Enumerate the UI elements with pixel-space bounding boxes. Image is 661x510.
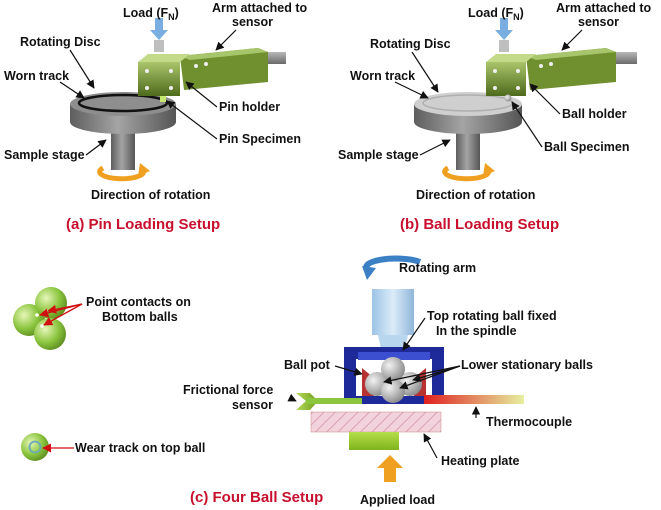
thermocouple [424,395,524,404]
worn-track-label: Worn track [4,69,69,83]
sensor-arm [614,52,637,64]
stage-leader [85,139,107,156]
arm-label-line2: sensor [578,15,619,29]
rotation-arrowhead-icon [483,163,495,176]
stage-leader [419,139,451,156]
arm-label-line1: Arm attached to [556,1,652,15]
stage-shaft [111,128,135,170]
top-ball-line2: In the spindle [436,324,517,338]
rotating-disc-label: Rotating Disc [370,37,451,51]
lower-ball-leader [383,365,461,385]
applied-load-label: Applied load [360,493,435,507]
thermocouple-label: Thermocouple [486,415,572,429]
holder-leader [529,83,561,115]
rotating-disc-label: Rotating Disc [20,35,101,49]
worn-track-label: Worn track [350,69,415,83]
applied-load-arrow-icon [377,455,403,482]
specimen-leader [166,100,218,140]
ball-specimen-label: Ball Specimen [544,140,629,154]
stage-shaft [456,128,480,170]
caption-c: (c) Four Ball Setup [190,489,323,506]
arm-label-line1: Arm attached to [212,1,308,15]
pin-specimen [160,96,166,102]
ball-pot-label: Ball pot [284,358,331,372]
caption-b: (b) Ball Loading Setup [400,216,559,233]
track-leader [59,81,85,99]
lower-balls-label: Lower stationary balls [461,358,593,372]
sensor-arm [263,52,286,64]
specimen-leader [511,101,543,148]
contact-leader [47,303,83,314]
top-ball [21,433,49,461]
arm-leader [215,29,237,51]
top-ball-line1: Top rotating ball fixed [427,309,557,323]
ball-holder [486,62,526,96]
load-label: Load (FN) [123,6,179,22]
arm-leader [561,29,583,51]
load-arrow-icon [150,18,168,40]
disc-leader [69,49,95,89]
load-label: Load (FN) [468,6,524,22]
point-contacts-line1: Point contacts on [86,295,191,309]
arm-label-line2: sensor [232,15,273,29]
direction-label: Direction of rotation [416,188,535,202]
panel-c-four-ball-setup: Point contacts on Bottom balls Wear trac… [13,255,593,507]
top-ball-leader [402,317,426,351]
holder-leader [185,81,218,108]
wear-track-ring [28,440,42,454]
pin-holder-label: Pin holder [219,100,280,114]
top-ball [381,357,405,381]
heating-plate [310,411,442,433]
ball-specimen [504,94,512,102]
ball-pot-leader [334,365,363,376]
bottom-ball [34,318,66,350]
rotating-arm-label: Rotating arm [399,261,476,275]
spindle [372,289,414,335]
lower-ball-leader [399,365,461,390]
ball-holder-label: Ball holder [562,107,627,121]
load-rod [154,40,164,52]
point-contacts-line2: Bottom balls [102,310,178,324]
track-leader [394,81,429,99]
panel-b-ball-setup: Load (FN) Arm attached to sensor Rotatin… [338,1,652,233]
pin-holder [138,62,180,96]
load-block [349,432,399,450]
disc-leader [411,51,439,93]
panel-a-pin-setup: Load (FN) Arm attached to sensor Rotatin… [4,1,308,233]
sample-stage-label: Sample stage [4,148,85,162]
heating-plate-label: Heating plate [441,454,520,468]
friction-line1: Frictional force [183,383,273,397]
wear-track-label: Wear track on top ball [75,441,205,455]
friction-line2: sensor [232,398,273,412]
pin-specimen-label: Pin Specimen [219,132,301,146]
heating-plate-leader [423,433,438,459]
rotation-arrowhead-icon [138,163,150,176]
direction-label: Direction of rotation [91,188,210,202]
sensor-rod [306,398,362,404]
sample-stage-label: Sample stage [338,148,419,162]
load-rod [499,40,509,52]
friction-leader [287,393,297,402]
lower-ball [381,379,405,403]
caption-a: (a) Pin Loading Setup [66,216,220,233]
contact-leader [43,303,83,326]
load-arrow-icon [495,18,513,40]
